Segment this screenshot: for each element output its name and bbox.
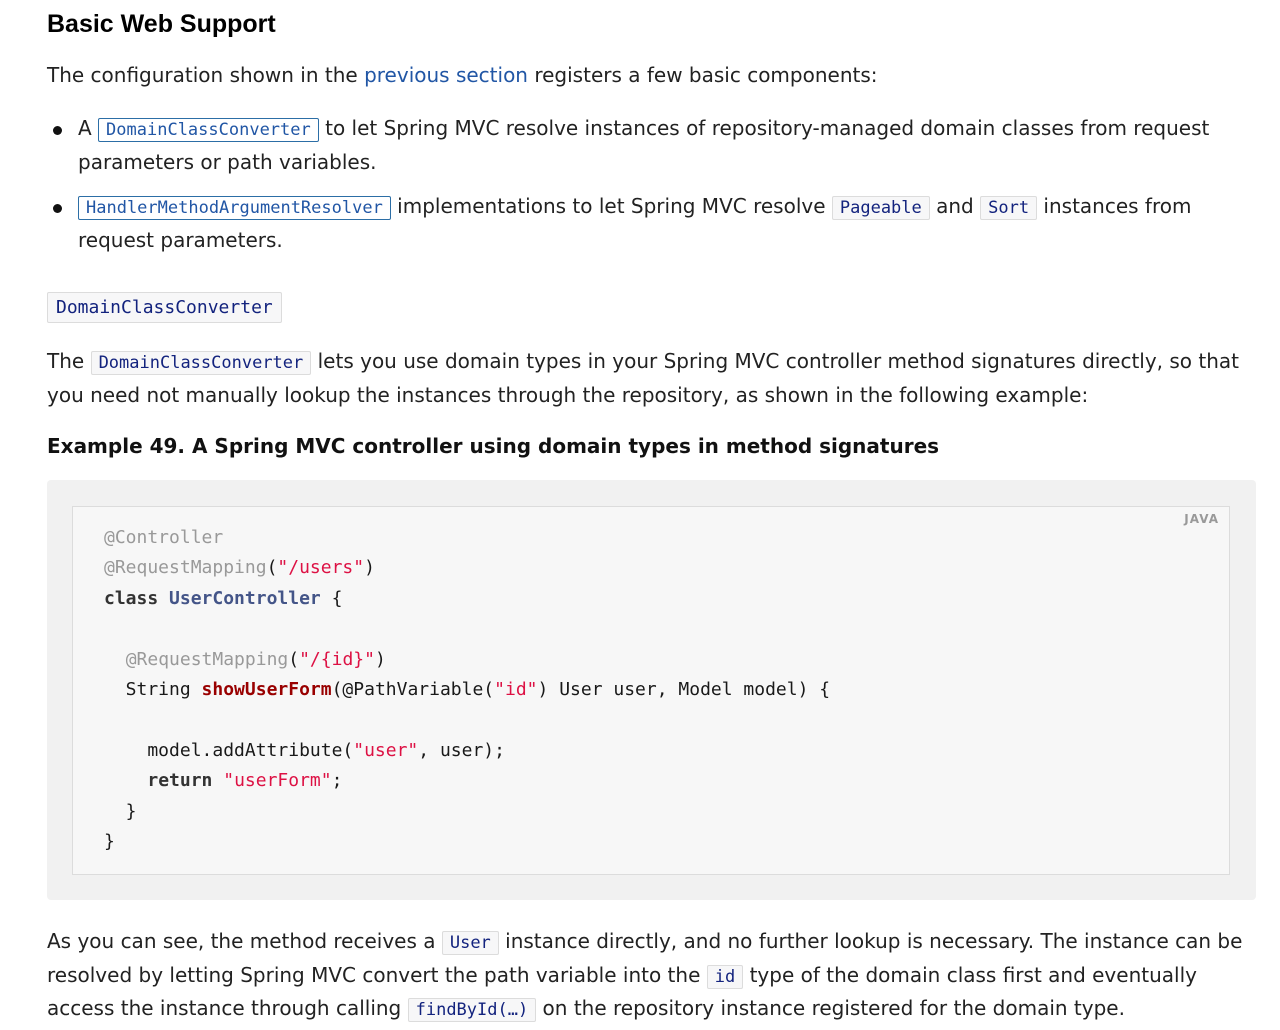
language-label: JAVA — [1184, 512, 1219, 526]
code-token: } — [104, 831, 115, 853]
subsection-heading: DomainClassConverter — [47, 292, 282, 323]
paragraph-text: on the repository instance registered fo… — [536, 996, 1125, 1020]
bullet-icon — [53, 126, 62, 135]
code-token: model.addAttribute( — [104, 739, 354, 761]
code-token: ) User user, Model model) { — [537, 679, 831, 701]
list-item-text: to let Spring MVC resolve instances of r… — [78, 116, 1210, 174]
code-token: class — [104, 587, 159, 609]
paragraph-text: instance directly, and no further lookup… — [47, 929, 1243, 987]
paragraph-text: lets you use domain types in your Spring… — [47, 349, 1240, 407]
code-token — [104, 770, 147, 791]
example-block: JAVA @Controller @RequestMapping("/users… — [47, 480, 1256, 900]
code-token: @RequestMapping — [104, 557, 267, 579]
code-token: return — [147, 770, 213, 792]
example-title: Example 49. A Spring MVC controller usin… — [47, 434, 940, 458]
code-token: } — [104, 800, 137, 822]
inline-code: DomainClassConverter — [90, 351, 312, 375]
components-list: A DomainClassConverter to let Spring MVC… — [47, 113, 1257, 256]
list-item: A DomainClassConverter to let Spring MVC… — [47, 113, 1257, 178]
code-token — [212, 770, 223, 791]
code-token: String — [104, 679, 202, 701]
paragraph-text: As you can see, the method receives a — [47, 929, 442, 953]
inline-code-id: id — [706, 964, 744, 989]
code-token: "/{id}" — [299, 648, 375, 670]
paragraph-text: The — [47, 349, 91, 373]
conclusion-paragraph: As you can see, the method receives a Us… — [47, 926, 1257, 1027]
code-token: showUserForm — [201, 679, 332, 701]
code-token: ; — [331, 770, 343, 792]
code-token: ) — [364, 557, 375, 579]
section-title: Basic Web Support — [47, 10, 276, 38]
inline-code-pageable: Pageable — [831, 196, 930, 220]
converter-paragraph: The DomainClassConverter lets you use do… — [47, 346, 1247, 411]
intro-text-after: registers a few basic components: — [527, 63, 878, 87]
list-item: HandlerMethodArgumentResolver implementa… — [47, 191, 1257, 256]
list-item-text: instances from request parameters. — [78, 194, 1192, 252]
code-token: , user); — [418, 739, 505, 761]
list-item-text: and — [929, 194, 981, 218]
list-item-prefix: A — [78, 116, 99, 140]
inline-code-user: User — [441, 931, 499, 955]
code-listing[interactable]: JAVA @Controller @RequestMapping("/users… — [72, 506, 1230, 875]
code-token: "user" — [353, 739, 419, 761]
code-token: (@PathVariable( — [331, 679, 495, 701]
code-token — [104, 649, 126, 670]
intro-text-before: The configuration shown in the — [47, 63, 365, 87]
code-token: "id" — [494, 679, 538, 701]
code-token: ( — [266, 557, 278, 579]
code-token: ( — [288, 648, 300, 670]
inline-code-findbyid: findById(…) — [407, 998, 537, 1022]
intro-paragraph: The configuration shown in the previous … — [47, 60, 878, 92]
bullet-icon — [53, 204, 62, 213]
inline-code: DomainClassConverter — [98, 118, 319, 142]
code-token: { — [320, 587, 343, 609]
inline-code-sort: Sort — [980, 196, 1038, 220]
domain-class-converter-link[interactable]: DomainClassConverter — [98, 116, 319, 142]
code-token: "userForm" — [223, 770, 332, 792]
code-token: @RequestMapping — [125, 648, 289, 670]
code-text: @Controller @RequestMapping("/users") cl… — [104, 523, 830, 857]
previous-section-link[interactable]: previous section — [364, 63, 528, 87]
list-item-text: implementations to let Spring MVC resolv… — [390, 194, 832, 218]
code-token: @Controller — [104, 527, 224, 548]
subsection-heading-code: DomainClassConverter — [47, 292, 282, 323]
code-token: UserController — [169, 587, 321, 609]
code-token: ) — [374, 648, 386, 670]
handler-method-argument-resolver-link[interactable]: HandlerMethodArgumentResolver — [78, 194, 391, 220]
inline-code: HandlerMethodArgumentResolver — [78, 196, 391, 220]
code-token: "/users" — [277, 557, 365, 579]
paragraph-text: type of the domain class first and event… — [47, 962, 1197, 1021]
